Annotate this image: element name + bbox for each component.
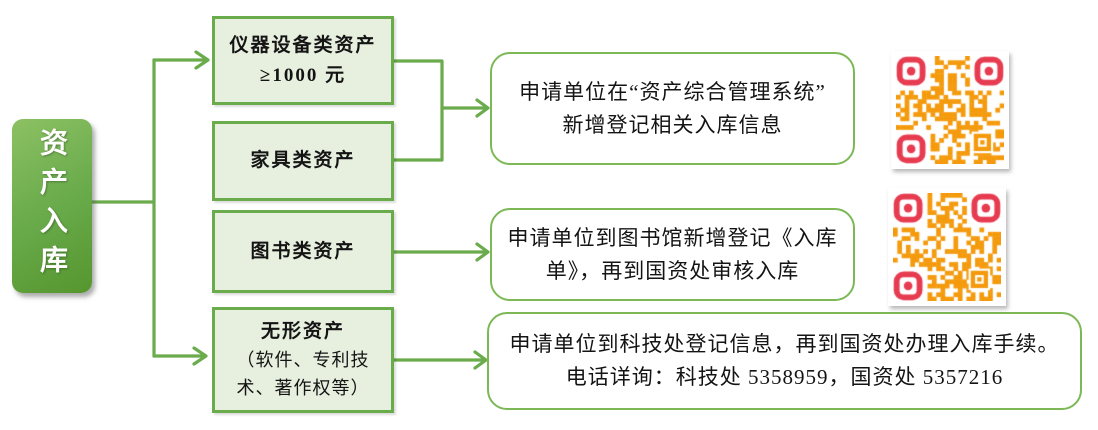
arrow-to-procedure-2: [392, 242, 490, 262]
arrow-to-procedure-1: [440, 98, 490, 118]
procedure-text: 申请单位到科技处登记信息，再到国资处办理入库手续。: [509, 332, 1060, 357]
arrow-to-category-4: [152, 346, 208, 366]
category-label: 图书类资产: [250, 240, 356, 262]
category-sub-label: 术、著作权等）: [236, 377, 370, 398]
trunk-line: [90, 58, 156, 358]
procedure-text: 新增登记相关入库信息: [562, 112, 783, 137]
category-sub-label: （软件、专利技: [236, 349, 370, 370]
procedure-box-scitech-registration: 申请单位到科技处登记信息，再到国资处办理入库手续。 电话详询：科技处 53589…: [487, 312, 1082, 410]
qr-code-1-image: [896, 56, 1004, 164]
qr-code-1: [891, 51, 1009, 169]
category-threshold: ≥1000 元: [259, 64, 347, 86]
qr-code-2: [888, 188, 1006, 306]
procedure-text: 申请单位到图书馆新增登记《入库: [507, 225, 838, 250]
category-label: 家具类资产: [250, 150, 356, 172]
category-box-equipment: 仪器设备类资产 ≥1000 元: [212, 16, 394, 105]
category-box-furniture: 家具类资产: [212, 121, 394, 201]
arrow-to-category-1: [152, 50, 210, 70]
category-box-books: 图书类资产: [212, 210, 394, 293]
procedure-box-system-registration: 申请单位在“资产综合管理系统” 新增登记相关入库信息: [490, 52, 855, 165]
procedure-text: 申请单位在“资产综合管理系统”: [519, 79, 826, 104]
arrow-to-procedure-3: [392, 350, 488, 370]
category-box-intangible: 无形资产 （软件、专利技 术、著作权等）: [212, 307, 394, 413]
procedure-text: 单》，再到国资处审核入库: [545, 258, 800, 283]
procedure-box-library-registration: 申请单位到图书馆新增登记《入库 单》，再到国资处审核入库: [490, 208, 855, 301]
category-label: 仪器设备类资产: [229, 35, 377, 57]
merge-connector: [392, 59, 444, 162]
qr-code-2-image: [893, 193, 1001, 301]
category-label: 无形资产: [260, 321, 345, 343]
root-node-label: 资产入库: [37, 128, 68, 284]
root-node-asset-intake: 资产入库: [12, 119, 92, 293]
procedure-text: 电话详询：科技处 5358959，国资处 5357216: [565, 365, 1004, 389]
